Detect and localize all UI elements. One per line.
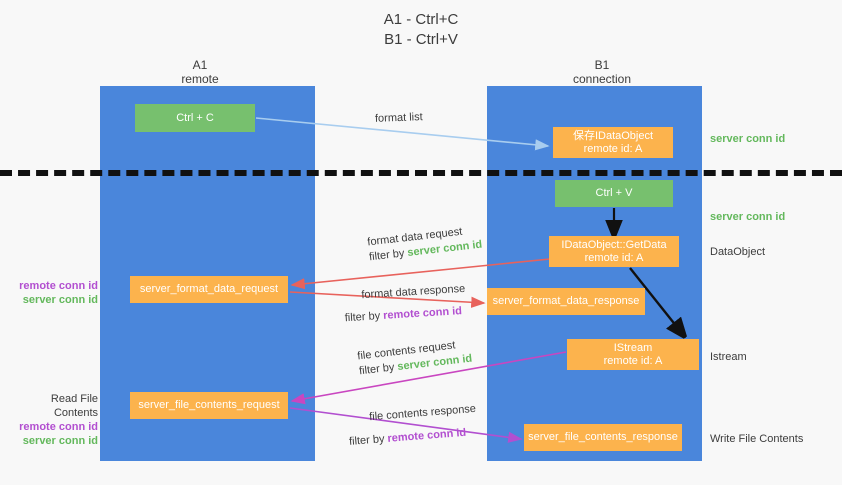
label-file-contents-request: file contents request filter by server c… [357, 337, 473, 380]
column-b1-name: B1 [594, 58, 610, 72]
node-istream-line2: remote id: A [603, 354, 663, 367]
node-ctrl-c[interactable]: Ctrl + C [135, 104, 255, 132]
label-file-contents-response: file contents response filter by remote … [349, 402, 479, 448]
node-getdata-text: IDataObject::GetData remote id: A [561, 239, 666, 265]
node-getdata-line2: remote id: A [584, 251, 644, 264]
annotation-remote-conn-id-1: remote conn id [19, 280, 98, 292]
node-idataobject[interactable]: 保存IDataObject remote id: A [553, 127, 673, 158]
node-istream-line1: IStream [613, 341, 653, 354]
annotation-server-conn-id-top: server conn id [710, 132, 785, 146]
node-server-file-contents-request[interactable]: server_file_contents_request [130, 392, 288, 419]
label-format-list: format list [375, 110, 423, 127]
annotation-write-file-contents: Write File Contents [710, 432, 803, 446]
node-server-file-contents-request-label: server_file_contents_request [138, 399, 280, 411]
label-format-list-text: format list [374, 111, 423, 125]
node-idataobject-line2: remote id: A [583, 142, 643, 155]
phase-divider [0, 170, 842, 176]
annotation-remote-conn-id-2: remote conn id [19, 421, 98, 433]
annotation-dataobject: DataObject [710, 245, 765, 259]
column-header-b1: B1 connection [512, 58, 692, 86]
node-istream-text: IStream remote id: A [604, 342, 663, 368]
node-ctrl-c-label: Ctrl + C [176, 111, 214, 124]
node-server-format-data-request[interactable]: server_format_data_request [130, 276, 288, 303]
node-idataobject-text: 保存IDataObject remote id: A [573, 130, 653, 156]
node-server-format-data-response[interactable]: server_format_data_response [487, 288, 645, 315]
annotation-server-conn-id-2: server conn id [22, 435, 98, 447]
label-file-contents-response-filter: filter by remote conn id [348, 426, 467, 448]
annotation-istream-text: Istream [710, 351, 747, 363]
annotation-left-format: remote conn id server conn id [6, 279, 98, 307]
node-server-format-data-request-label: server_format_data_request [139, 283, 279, 295]
column-a1-name: A1 [192, 58, 208, 72]
node-ctrl-v-label: Ctrl + V [595, 187, 633, 199]
column-b1-sub: connection [572, 72, 632, 86]
annotation-left-file: Read File Contents remote conn id server… [6, 392, 98, 448]
page-title: A1 - Ctrl+C B1 - Ctrl+V [0, 10, 842, 50]
node-server-file-contents-response-label: server_file_contents_response [528, 431, 678, 443]
column-a1-sub: remote [181, 72, 219, 86]
label-format-data-response-filter: filter by remote conn id [344, 305, 463, 325]
label-file-contents-response-main: file contents response [368, 402, 477, 424]
annotation-write-file-contents-text: Write File Contents [710, 433, 804, 445]
node-idataobject-getdata[interactable]: IDataObject::GetData remote id: A [549, 236, 679, 267]
node-getdata-line1: IDataObject::GetData [561, 238, 667, 251]
annotation-read-file-contents: Read File Contents [50, 393, 98, 419]
title-line-2: B1 - Ctrl+V [384, 31, 458, 48]
title-line-1: A1 - Ctrl+C [383, 11, 459, 28]
column-header-a1: A1 remote [120, 58, 280, 86]
annotation-server-conn-id-mid-text: server conn id [710, 211, 786, 223]
node-server-file-contents-response[interactable]: server_file_contents_response [524, 424, 682, 451]
annotation-istream: Istream [710, 350, 747, 364]
annotation-server-conn-id-top-text: server conn id [710, 133, 786, 145]
node-ctrl-v[interactable]: Ctrl + V [555, 180, 673, 207]
node-istream[interactable]: IStream remote id: A [567, 339, 699, 370]
label-format-data-request: format data request filter by server con… [367, 223, 483, 266]
node-idataobject-line1: 保存IDataObject [572, 129, 654, 142]
annotation-dataobject-text: DataObject [710, 246, 766, 258]
label-format-data-response: format data response filter by remote co… [344, 282, 467, 325]
node-server-format-data-response-label: server_format_data_response [492, 295, 640, 307]
label-format-data-response-main: format data response [361, 282, 466, 302]
annotation-server-conn-id-1: server conn id [22, 294, 98, 306]
annotation-server-conn-id-mid: server conn id [710, 210, 785, 224]
